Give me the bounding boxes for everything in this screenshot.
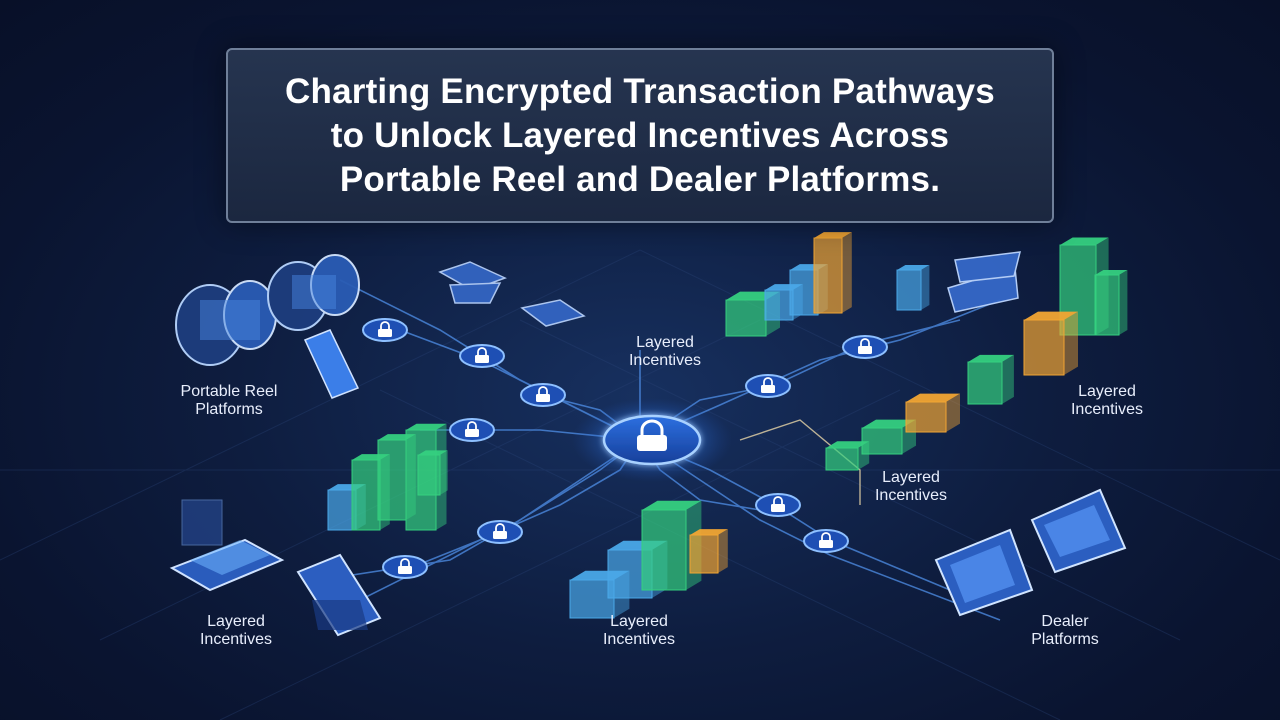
label-dealer-platforms: Dealer Platforms (1031, 613, 1099, 648)
label-portable-reel: Portable Reel Platforms (180, 383, 278, 418)
card-reader-icon (438, 261, 586, 327)
label-incentives-bottom-center: Layered Incentives (602, 613, 676, 648)
incentive-bars (327, 232, 1128, 619)
title-line-2: to Unlock Layered Incentives Across (330, 115, 950, 155)
label-incentives-top-center: Layered Incentives (628, 334, 702, 369)
lock-icon (755, 493, 801, 517)
lock-icon (745, 374, 791, 398)
lock-icon (382, 555, 428, 579)
incentive-bar (967, 354, 1014, 405)
pathway-accent (739, 419, 861, 505)
incentive-bar (905, 393, 960, 433)
lock-icon (362, 318, 408, 342)
card-icon (303, 329, 360, 399)
central-hub (572, 398, 732, 482)
lock-icon (449, 418, 495, 442)
label-incentives-bottom-left: Layered Incentives (199, 613, 273, 648)
lock-icon (842, 335, 888, 359)
tablet-icon (296, 553, 382, 637)
lock-icon (520, 383, 566, 407)
title-line-1: Charting Encrypted Transaction Pathways (285, 71, 995, 111)
incentive-bar (1094, 269, 1128, 336)
label-incentives-right: Layered Incentives (1070, 383, 1144, 418)
terminal-icon (934, 488, 1127, 617)
incentive-bar (689, 529, 728, 574)
reel-icon (175, 254, 360, 366)
title-line-3: Portable Reel and Dealer Platforms. (339, 159, 941, 199)
incentive-bar (417, 450, 448, 496)
label-incentives-mid-right: Layered Incentives (874, 469, 948, 504)
lock-icon (459, 344, 505, 368)
lock-icon (477, 520, 523, 544)
laptop-icon (947, 251, 1021, 313)
incentive-bar (825, 441, 870, 471)
lock-icon (803, 529, 849, 553)
lock-node-group (362, 318, 888, 579)
pos-terminal-icon (169, 499, 285, 592)
lock-icon (637, 419, 667, 451)
incentive-bar (896, 264, 930, 311)
title-banner: Charting Encrypted Transaction Pathways … (226, 48, 1054, 223)
incentive-bar (1023, 311, 1078, 376)
incentive-bar (813, 232, 852, 314)
